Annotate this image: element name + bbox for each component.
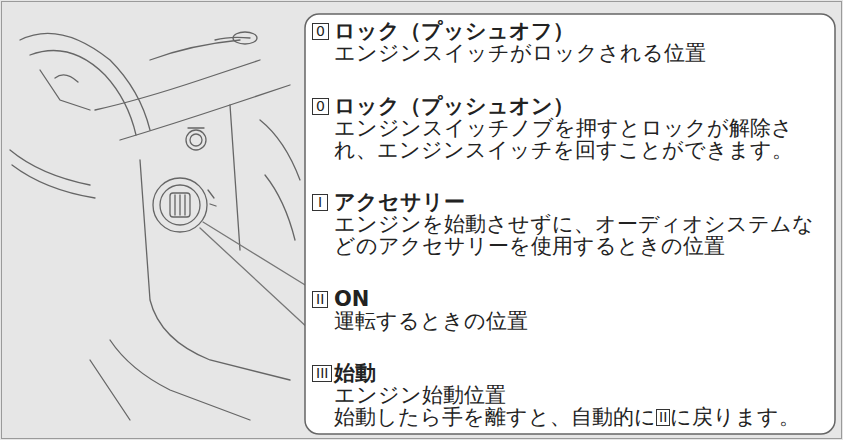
position-entry: II ON運転するときの位置 <box>312 288 827 332</box>
entry-text: ロック（プッシュオン）エンジンスイッチノブを押すとロックが解除され、エンジンスイ… <box>334 95 827 161</box>
entry-text: アクセサリーエンジンを始動させずに、オーディオシステムなどのアクセサリーを使用す… <box>334 191 827 257</box>
entry-heading: 始動 <box>334 362 827 384</box>
entry-heading: ON <box>334 288 827 310</box>
inline-position-symbol: II <box>656 409 670 426</box>
entry-body: エンジン始動位置 <box>334 384 827 406</box>
entry-text: ON運転するときの位置 <box>334 288 827 332</box>
position-entry: 0 ロック（プッシュオフ）エンジンスイッチがロックされる位置 <box>312 20 827 64</box>
entry-body: エンジンスイッチがロックされる位置 <box>334 42 827 64</box>
entry-body: 始動したら手を離すと、自動的に <box>334 405 656 429</box>
entry-heading: アクセサリー <box>334 191 827 213</box>
entry-heading: ロック（プッシュオフ） <box>334 20 827 42</box>
entry-text: 始動エンジン始動位置始動したら手を離すと、自動的にIIに戻ります。 <box>334 362 827 428</box>
entry-body: エンジンスイッチノブを押すとロックが解除され、エンジンスイッチを回すことができま… <box>334 117 827 161</box>
entry-heading: ロック（プッシュオン） <box>334 95 827 117</box>
position-entry: III始動エンジン始動位置始動したら手を離すと、自動的にIIに戻ります。 <box>312 362 827 428</box>
entry-body-line: 始動したら手を離すと、自動的にIIに戻ります。 <box>334 406 827 428</box>
position-symbol: 0 <box>312 23 329 40</box>
position-entry: I アクセサリーエンジンを始動させずに、オーディオシステムなどのアクセサリーを使用… <box>312 191 827 257</box>
position-symbol: 0 <box>312 98 329 115</box>
position-entry: 0 ロック（プッシュオン）エンジンスイッチノブを押すとロックが解除され、エンジンス… <box>312 95 827 161</box>
position-symbol: II <box>312 291 328 308</box>
entry-body: 運転するときの位置 <box>334 310 827 332</box>
position-symbol: II <box>659 409 667 425</box>
position-symbol: III <box>312 365 332 382</box>
entry-body: エンジンを始動させずに、オーディオシステムなどのアクセサリーを使用するときの位置 <box>334 213 827 257</box>
position-symbol: I <box>312 194 328 211</box>
entry-text: ロック（プッシュオフ）エンジンスイッチがロックされる位置 <box>334 20 827 64</box>
entry-body: に戻ります。 <box>670 405 800 429</box>
